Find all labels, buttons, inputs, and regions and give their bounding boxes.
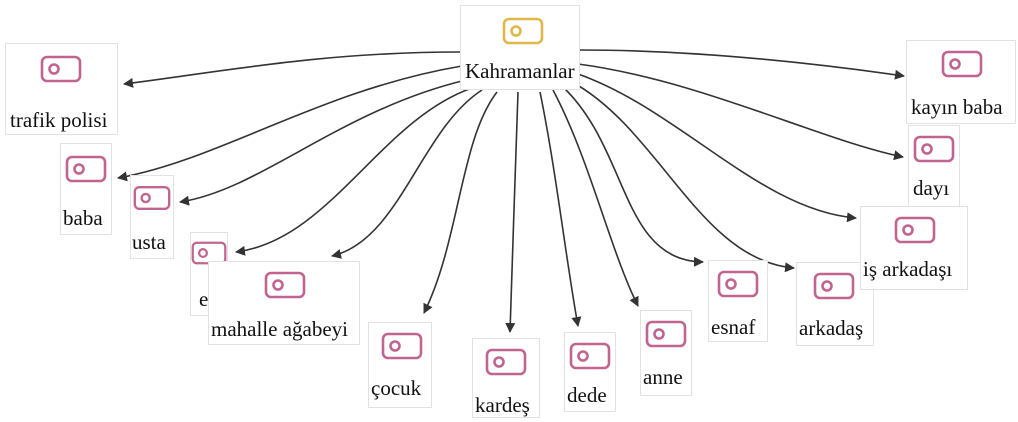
tag-icon (264, 270, 306, 300)
edge-es (235, 87, 473, 256)
node-label: trafik polisi (10, 108, 108, 132)
tag-icon (502, 16, 544, 46)
tag-icon (381, 331, 423, 361)
node-kayin-baba[interactable]: kayın baba (906, 40, 1016, 124)
node-label: kardeş (475, 393, 530, 417)
tag-icon (485, 347, 527, 377)
tag-icon (40, 54, 82, 84)
node-trafik-polisi[interactable]: trafik polisi (5, 43, 118, 135)
edge-kayin-baba (579, 49, 905, 80)
node-label: baba (63, 206, 103, 230)
edge-kardes (505, 91, 519, 333)
edge-mahalle-agabeyi (331, 89, 483, 259)
node-mahalle-agabeyi[interactable]: mahalle ağabeyi (208, 261, 360, 345)
root-node[interactable]: Kahramanlar (460, 5, 580, 90)
edge-dede (539, 91, 582, 327)
tag-icon (65, 154, 107, 184)
node-label: esnaf (711, 315, 756, 339)
tag-icon (813, 271, 855, 301)
node-label: dayı (913, 176, 950, 200)
edge-cocuk (423, 91, 498, 314)
tag-icon (894, 215, 936, 245)
edge-trafik-polisi (123, 51, 461, 88)
tag-icon (645, 319, 687, 349)
edge-dayi (577, 63, 904, 161)
node-esnaf[interactable]: esnaf (708, 260, 768, 342)
edge-baba (117, 65, 463, 182)
tag-icon (569, 341, 611, 371)
node-is-arkadasi[interactable]: iş arkadaşı (860, 206, 968, 290)
node-label: anne (643, 365, 683, 389)
node-label: kayın baba (911, 95, 1003, 119)
node-dayi[interactable]: dayı (908, 125, 960, 207)
tag-icon (913, 134, 955, 164)
node-label: mahalle ağabeyi (211, 317, 349, 341)
node-usta[interactable]: usta (130, 175, 174, 259)
node-cocuk[interactable]: çocuk (368, 322, 432, 408)
edge-is-arkadasi (577, 73, 857, 223)
tag-icon (133, 184, 171, 212)
edge-arkadas (571, 81, 795, 273)
node-label: dede (567, 383, 607, 407)
node-label: arkadaş (799, 316, 864, 340)
root-label: Kahramanlar (465, 59, 575, 83)
edge-esnaf (561, 85, 704, 267)
tag-icon (941, 49, 983, 79)
tag-icon (717, 269, 759, 299)
node-label: iş arkadaşı (863, 257, 953, 281)
node-kardes[interactable]: kardeş (472, 338, 540, 418)
node-dede[interactable]: dede (564, 332, 616, 412)
edge-usta (179, 79, 467, 206)
node-baba[interactable]: baba (60, 143, 112, 235)
node-anne[interactable]: anne (640, 310, 692, 396)
node-label: usta (132, 230, 166, 254)
node-label: çocuk (371, 376, 422, 400)
edge-anne (552, 89, 639, 307)
